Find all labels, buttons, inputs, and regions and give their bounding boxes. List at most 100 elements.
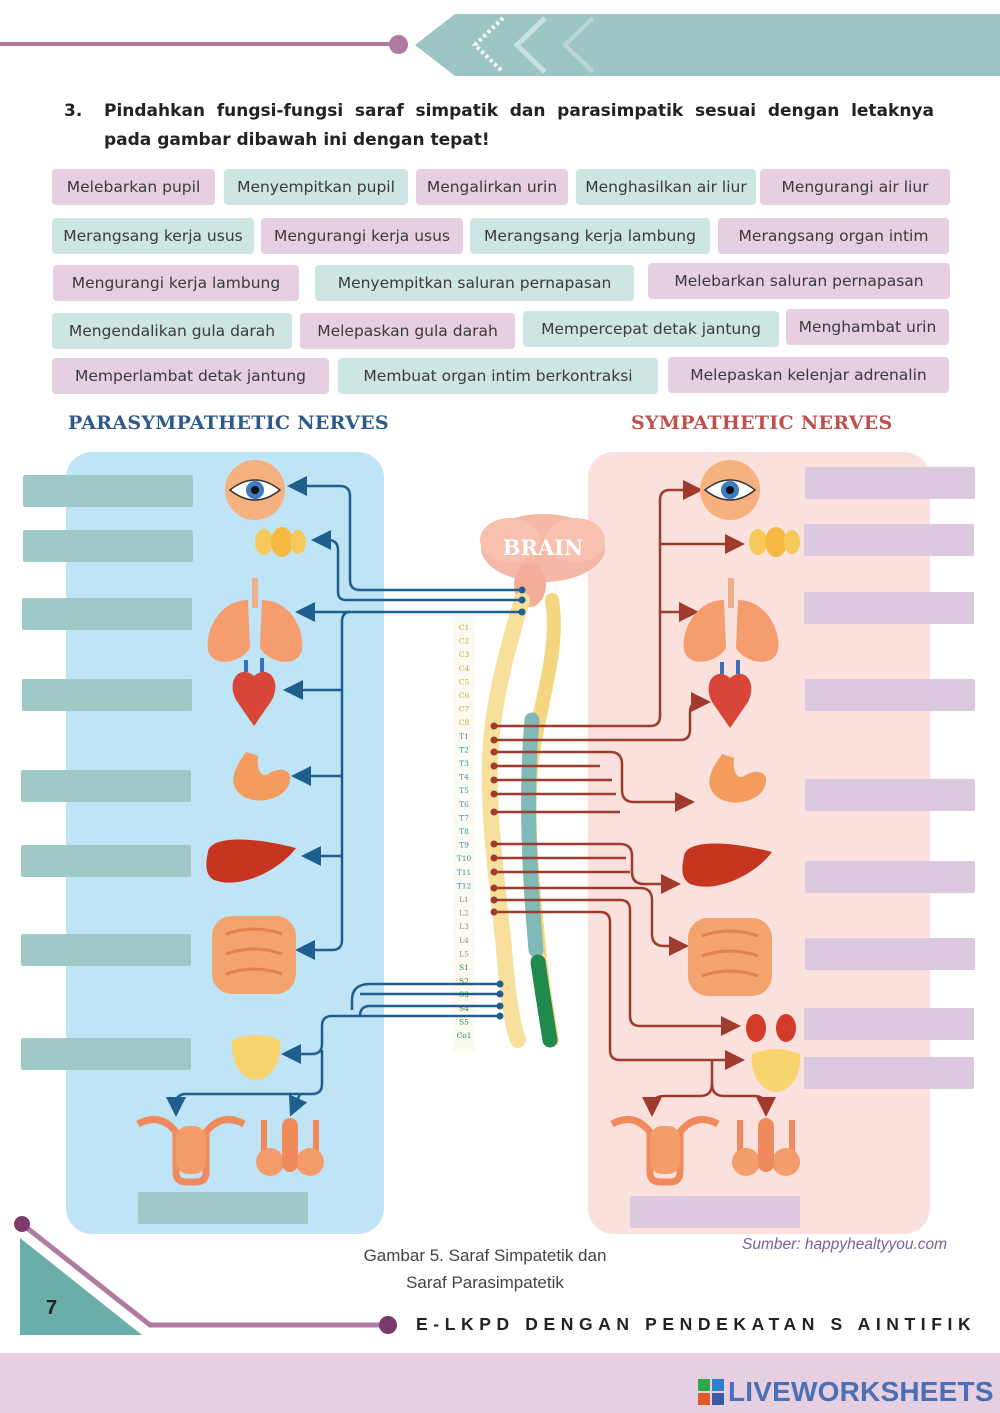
spine-segment-label: L4 (459, 936, 469, 945)
footer-title: E-LKPD DENGAN PENDEKATAN S AINTIFIK (416, 1314, 977, 1334)
lungs-icon-right (683, 578, 779, 662)
answer-chip[interactable]: Mempercepat detak jantung (523, 311, 779, 347)
answer-chip[interactable]: Merangsang organ intim (718, 218, 949, 254)
spine-segment-label: C3 (459, 650, 470, 659)
answer-chip[interactable]: Menghambat urin (786, 309, 949, 345)
drop-zone-sym-lungs[interactable] (804, 592, 974, 624)
answer-chip[interactable]: Merangsang kerja usus (52, 218, 254, 254)
brain-label: BRAIN (503, 535, 584, 560)
answer-chip[interactable]: Mengurangi kerja usus (261, 218, 463, 254)
answer-chip[interactable]: Mengurangi kerja lambung (53, 265, 299, 301)
liver-icon-right (682, 843, 772, 887)
answer-chip[interactable]: Memperlambat detak jantung (52, 358, 329, 394)
spine-segment-label: Co1 (456, 1031, 471, 1040)
drop-zone-parasym-reproductive[interactable] (138, 1192, 308, 1224)
answer-chip[interactable]: Mengendalikan gula darah (52, 313, 292, 349)
spine-segment-label: C4 (459, 664, 470, 673)
sympathetic-title: SYMPATHETIC NERVES (631, 412, 893, 434)
answer-chip[interactable]: Menyempitkan saluran pernapasan (315, 265, 634, 301)
spine-segment-label: C2 (459, 637, 470, 646)
drop-zone-sym-intestines[interactable] (805, 938, 975, 970)
spine-segment-label: T8 (459, 827, 469, 836)
intestines-icon-left (212, 916, 296, 994)
eye-icon-left (225, 460, 285, 520)
spine-segment-label: C1 (459, 623, 470, 632)
drop-zone-sym-reproductive[interactable] (630, 1196, 800, 1228)
answer-chip[interactable]: Melepaskan kelenjar adrenalin (668, 357, 949, 393)
bladder-icon-left (231, 1035, 281, 1080)
drop-zone-sym-heart[interactable] (805, 679, 975, 711)
spine-segment-label: C5 (459, 677, 470, 686)
spine-segment-label: C7 (459, 705, 470, 714)
spine-segment-label: T10 (457, 854, 472, 863)
spine-segment-label: S5 (459, 1017, 469, 1026)
spine-segment-label: T4 (459, 773, 469, 782)
drop-zone-parasym-stomach[interactable] (21, 770, 191, 802)
stomach-icon-right (709, 754, 767, 803)
spine-segment-label: S4 (459, 1004, 469, 1013)
drop-zone-parasym-heart[interactable] (22, 679, 192, 711)
brain-illustration: BRAIN (480, 514, 605, 607)
spine-segment-label: S2 (459, 977, 469, 986)
heart-icon-right (708, 660, 752, 728)
answer-chip[interactable]: Membuat organ intim berkontraksi (338, 358, 658, 394)
drop-zone-sym-bladder[interactable] (804, 1057, 974, 1089)
answer-chip[interactable]: Mengalirkan urin (416, 169, 568, 205)
drop-zone-parasym-salivary[interactable] (23, 530, 193, 562)
drop-zone-parasym-intestines[interactable] (21, 934, 191, 966)
question-text-block: 3. Pindahkan fungsi-fungsi saraf simpati… (64, 97, 934, 155)
figure-caption: Gambar 5. Saraf Simpatetik dan Saraf Par… (300, 1242, 670, 1296)
spine-segment-label: C6 (459, 691, 470, 700)
drop-zone-sym-kidneys[interactable] (804, 1008, 974, 1040)
drop-zone-sym-stomach[interactable] (805, 779, 975, 811)
drop-zone-parasym-eye[interactable] (23, 475, 193, 507)
spine-segment-label: L1 (459, 895, 469, 904)
liveworksheets-logo[interactable]: LIVEWORKSHEETS (698, 1376, 994, 1408)
eye-icon-right (700, 460, 760, 520)
drop-zone-sym-eye[interactable] (805, 467, 975, 499)
footer-line (20, 1222, 388, 1328)
drop-zone-parasym-bladder[interactable] (21, 1038, 191, 1070)
drop-zone-sym-liver[interactable] (805, 861, 975, 893)
spine-segment-label: T7 (459, 813, 469, 822)
bladder-icon-right (751, 1049, 801, 1092)
liveworksheets-bar (0, 1353, 1000, 1413)
answer-chip[interactable]: Menyempitkan pupil (224, 169, 408, 205)
liveworksheets-grid-icon (698, 1379, 724, 1405)
answer-chip[interactable]: Mengurangi air liur (760, 169, 950, 205)
header-dot (389, 35, 408, 54)
answer-chip[interactable]: Melebarkan pupil (52, 169, 215, 205)
intestines-icon-right (688, 918, 772, 996)
uterus-icon-left (136, 1116, 246, 1186)
drop-zone-parasym-lungs[interactable] (22, 598, 192, 630)
answer-chip[interactable]: Melebarkan saluran pernapasan (648, 263, 950, 299)
drop-zone-parasym-liver[interactable] (21, 845, 191, 877)
answer-chip[interactable]: Melepaskan gula darah (300, 313, 515, 349)
spine-segment-label: L5 (459, 949, 469, 958)
lungs-icon-left (207, 578, 303, 662)
answer-chip[interactable]: Merangsang kerja lambung (470, 218, 710, 254)
question-number: 3. (64, 101, 83, 121)
spine-segment-label: S1 (459, 963, 469, 972)
spine-segment-label: T1 (459, 732, 469, 741)
kidneys-icon-right (746, 1014, 796, 1042)
source-credit: Sumber: happyhealtyyou.com (742, 1236, 948, 1253)
uterus-icon-right (610, 1116, 720, 1186)
header-line (0, 42, 400, 46)
spine-segment-label: L2 (459, 909, 469, 918)
spine-segment-label: T12 (457, 881, 472, 890)
caption-line-1: Gambar 5. Saraf Simpatetik dan (363, 1246, 607, 1265)
spinal-cord (481, 592, 530, 1048)
spine-segment-label: T9 (459, 841, 469, 850)
drop-zone-sym-salivary[interactable] (804, 524, 974, 556)
spine-segment-label: T11 (457, 868, 472, 877)
heart-icon-left (232, 658, 276, 726)
salivary-gland-icon-right (749, 527, 800, 557)
header-band (415, 14, 1000, 76)
answer-chip[interactable]: Menghasilkan air liur (576, 169, 756, 205)
spine-segment-label: T6 (459, 800, 469, 809)
liver-icon-left (206, 839, 296, 883)
spine-segment-label: L3 (459, 922, 469, 931)
testes-icon-right (732, 1118, 800, 1176)
